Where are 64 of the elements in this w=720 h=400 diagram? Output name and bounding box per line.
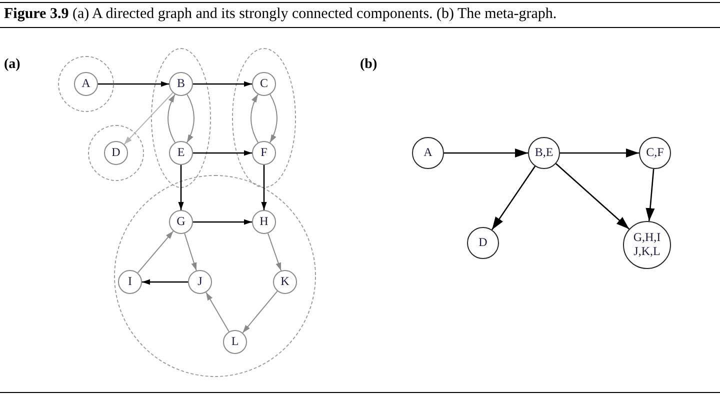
arrow bbox=[560, 148, 639, 158]
vertex-circle bbox=[169, 141, 193, 165]
vertex-label: I bbox=[128, 275, 132, 289]
arrow bbox=[206, 292, 230, 332]
arrow bbox=[242, 290, 278, 334]
arrow bbox=[444, 148, 528, 158]
vertex-circle bbox=[412, 137, 444, 169]
vertex-label: A bbox=[82, 77, 90, 91]
vertex-circle bbox=[528, 137, 560, 169]
vertex-circle bbox=[223, 330, 247, 354]
arrow bbox=[193, 150, 252, 156]
vertex-circle bbox=[169, 210, 193, 234]
arrow bbox=[556, 163, 630, 230]
figure-caption: Figure 3.9 (a) A directed graph and its strongly connected components. (b) The meta-graph. bbox=[4, 6, 557, 23]
arrow bbox=[184, 232, 197, 272]
vertex-label: A bbox=[424, 146, 432, 160]
vertex-circle bbox=[118, 270, 142, 294]
component-outline bbox=[58, 56, 114, 112]
vertex-circle bbox=[104, 141, 128, 165]
component-outline bbox=[151, 48, 211, 188]
vertex-circle bbox=[623, 221, 671, 269]
vertex-circle bbox=[252, 141, 276, 165]
vertex-circle bbox=[273, 270, 297, 294]
vertex-label: G bbox=[176, 215, 186, 229]
vertex-circle bbox=[467, 227, 499, 259]
arrow bbox=[142, 279, 188, 285]
vertex-label: K bbox=[280, 275, 290, 289]
arrow bbox=[250, 94, 259, 144]
vertex-label: F bbox=[260, 146, 268, 160]
vertex-circle bbox=[169, 72, 193, 96]
arrow bbox=[178, 165, 184, 210]
vertex-label: C bbox=[260, 77, 268, 91]
component-outline bbox=[232, 48, 296, 188]
vertex-label: J bbox=[198, 275, 202, 289]
arrow bbox=[646, 168, 655, 222]
vertex-circle bbox=[74, 72, 98, 96]
arrow bbox=[186, 94, 194, 144]
component-outline bbox=[114, 175, 316, 377]
vertex-label: G,H,I J,K,L bbox=[632, 231, 662, 259]
component-outline bbox=[88, 125, 144, 181]
arrow bbox=[267, 232, 282, 272]
panel-label: (a) bbox=[4, 57, 20, 73]
arrow bbox=[193, 81, 252, 87]
vertex-label: B bbox=[176, 77, 185, 91]
arrow bbox=[269, 94, 278, 144]
vertex-label: B,E bbox=[534, 146, 554, 160]
arrow bbox=[193, 219, 252, 225]
vertex-label: E bbox=[177, 146, 185, 160]
panel-label: (b) bbox=[360, 57, 378, 73]
vertex-circle bbox=[188, 270, 212, 294]
vertex-label: H bbox=[260, 215, 268, 229]
arrow bbox=[261, 165, 267, 210]
vertex-label: C,F bbox=[646, 146, 664, 160]
vertex-label: D bbox=[112, 146, 120, 160]
vertex-circle bbox=[639, 137, 671, 169]
arrow bbox=[124, 92, 174, 145]
arrow bbox=[168, 94, 176, 144]
vertex-circle bbox=[252, 72, 276, 96]
arrow bbox=[137, 230, 174, 274]
vertex-label: D bbox=[478, 236, 488, 250]
arrow bbox=[98, 81, 169, 87]
vertex-circle bbox=[252, 210, 276, 234]
arrow bbox=[491, 166, 536, 230]
vertex-label: L bbox=[231, 335, 239, 349]
